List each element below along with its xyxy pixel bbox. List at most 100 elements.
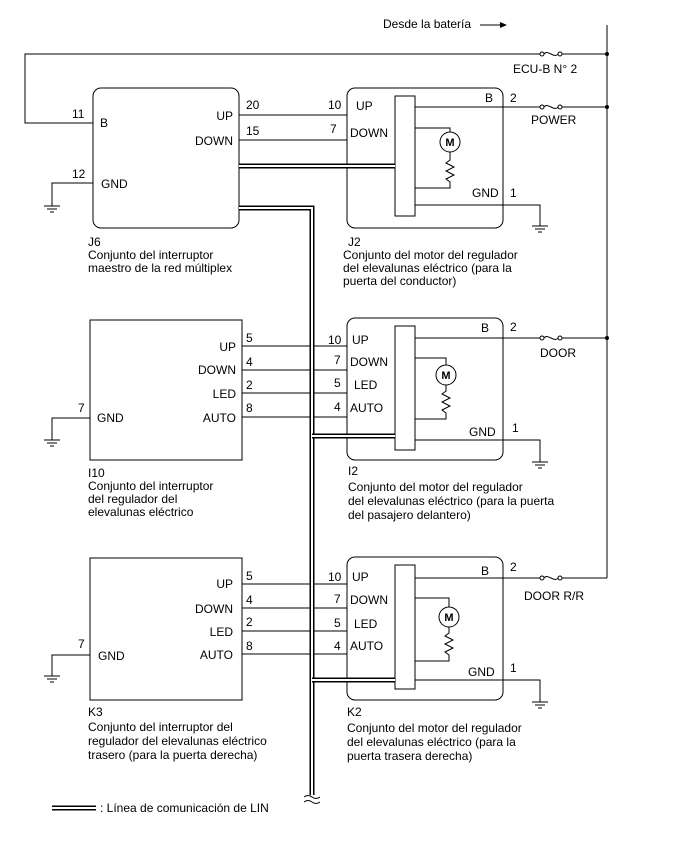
k2-pin-down-label: DOWN [350,593,388,607]
k2-pin-up-label: UP [352,570,369,584]
j6-pin-b-num: 11 [72,107,85,121]
j2-driver-motor: 10 7 UP DOWN B 2 GND 1 J2 Conjunto del m… [328,87,549,288]
k3-pin-led-num: 2 [246,615,253,629]
k2-desc-2: del elevalunas eléctrico (para la [347,735,516,749]
k2-pin-gnd-label: GND [468,665,495,679]
i2-pin-led-label: LED [354,378,378,392]
legend: : Línea de comunicación de LIN [52,801,269,815]
j6-pin-up-num: 20 [246,98,260,112]
i10-pin-led-num: 2 [246,378,253,392]
k3-pin-auto-num: 8 [246,639,253,653]
i2-pin-gnd-num: 1 [512,421,519,435]
j2-code: J2 [348,235,361,249]
power-circuit: POWER [531,104,609,127]
i2-desc-1: Conjunto del motor del regulador [348,480,523,494]
legend-lin-label: : Línea de comunicación de LIN [100,801,269,815]
j6-pin-up-label: UP [216,109,233,123]
j2-pin-gnd-num: 1 [510,186,517,200]
i2-pin-down-num: 7 [334,353,341,367]
i10-desc-2: del regulador del [88,492,177,506]
fuse-door-label: DOOR [540,346,576,360]
i2-desc-3: del pasajero delantero) [348,508,471,522]
i10-pin-auto-num: 8 [246,401,253,415]
j2-desc-1: Conjunto del motor del regulador [343,248,518,262]
k2-pin-auto-label: AUTO [350,639,383,653]
k3-desc-3: trasero (para la puerta derecha) [88,748,257,762]
j6-desc-2: maestro de la red múltiplex [88,261,232,275]
j2-desc-2: del elevalunas eléctrico (para la [343,261,512,275]
fuse-door-rr-label: DOOR R/R [524,589,584,603]
k3-switch: UP DOWN LED AUTO GND 7 5 4 2 8 K3 Conjun… [43,557,267,762]
i10-code: I10 [88,466,105,480]
j6-master-switch: B 11 GND 12 UP DOWN 20 15 J6 Conjunto de… [43,87,260,275]
fuse-power-label: POWER [531,113,577,127]
k3-desc-2: regulador del elevalunas eléctrico [88,734,267,748]
j2-desc-3: puerta del conductor) [343,274,456,288]
k3-pin-down-label: DOWN [195,602,233,616]
i2-pin-auto-label: AUTO [350,401,383,415]
i2-pin-up-label: UP [352,333,369,347]
j2-pin-down-num: 7 [330,122,337,136]
i10-switch: UP DOWN LED AUTO GND 7 5 4 2 8 I10 Conju… [43,319,253,519]
k2-pin-gnd-num: 1 [510,661,517,675]
lin-bus [239,163,395,804]
ecub-circuit: ECU-B N° 2 [24,51,609,124]
k2-rear-motor: 10 7 5 4 UP DOWN LED AUTO B 2 GND 1 K2 C… [328,556,549,763]
j6-pin-gnd-label: GND [101,177,128,191]
door-circuit: DOOR [539,335,609,360]
i2-passenger-motor: 10 7 5 4 UP DOWN LED AUTO B 2 GND 1 I2 C… [328,317,554,522]
k2-code: K2 [347,705,362,719]
i10-pin-gnd-num: 7 [78,401,85,415]
i10-pin-down-num: 4 [246,355,253,369]
i2-pin-gnd-label: GND [469,425,496,439]
k3-pin-gnd-num: 7 [78,637,85,651]
k2-pin-up-num: 10 [328,570,342,584]
k2-desc-1: Conjunto del motor del regulador [347,721,522,735]
j2-pin-down-label: DOWN [350,126,388,140]
j6-pin-down-num: 15 [246,124,260,138]
j2-pin-b-label: B [485,91,493,105]
battery-label: Desde la batería [383,17,471,31]
k3-pin-down-num: 4 [246,593,253,607]
j6-pin-down-label: DOWN [195,134,233,148]
fuse-ecub-label: ECU-B N° 2 [513,62,577,76]
i10-pin-up-label: UP [219,340,236,354]
door-rr-circuit: DOOR R/R [524,575,607,603]
i2-code: I2 [348,464,358,478]
i2-pin-down-label: DOWN [350,355,388,369]
i10-pin-up-num: 5 [246,331,253,345]
i2-pin-b-num: 2 [510,320,517,334]
k2-pin-led-num: 5 [334,616,341,630]
i10-pin-led-label: LED [213,387,237,401]
j2-pin-up-num: 10 [328,98,342,112]
k2-pin-led-label: LED [354,617,378,631]
i10-desc-1: Conjunto del interruptor [88,479,213,493]
j2-pin-up-label: UP [356,99,373,113]
k2-pin-b-label: B [481,564,489,578]
i2-desc-2: del elevalunas eléctrico (para la puerta [348,494,554,508]
j2-pin-b-num: 2 [510,91,517,105]
k2-pin-auto-num: 4 [334,639,341,653]
k3-pin-up-label: UP [216,577,233,591]
k3-pin-gnd-label: GND [98,649,125,663]
i2-pin-b-label: B [481,321,489,335]
i10-pin-gnd-label: GND [97,411,124,425]
i10-pin-down-label: DOWN [198,363,236,377]
j6-desc-1: Conjunto del interruptor [88,248,213,262]
j6-pin-gnd-num: 12 [72,167,86,181]
i2-pin-up-num: 10 [328,333,342,347]
j6-pin-b-label: B [100,116,108,130]
k2-pin-down-num: 7 [334,592,341,606]
k3-pin-auto-label: AUTO [200,648,233,662]
k2-desc-3: puerta trasera derecha) [347,749,472,763]
k2-pin-b-num: 2 [510,560,517,574]
k3-pin-led-label: LED [210,625,234,639]
battery-feed: Desde la batería [383,17,608,578]
i2-pin-led-num: 5 [334,376,341,390]
i10-pin-auto-label: AUTO [203,411,236,425]
k3-code: K3 [88,705,103,719]
i2-pin-auto-num: 4 [334,400,341,414]
i10-desc-3: elevalunas eléctrico [88,505,194,519]
j6-code: J6 [88,235,101,249]
